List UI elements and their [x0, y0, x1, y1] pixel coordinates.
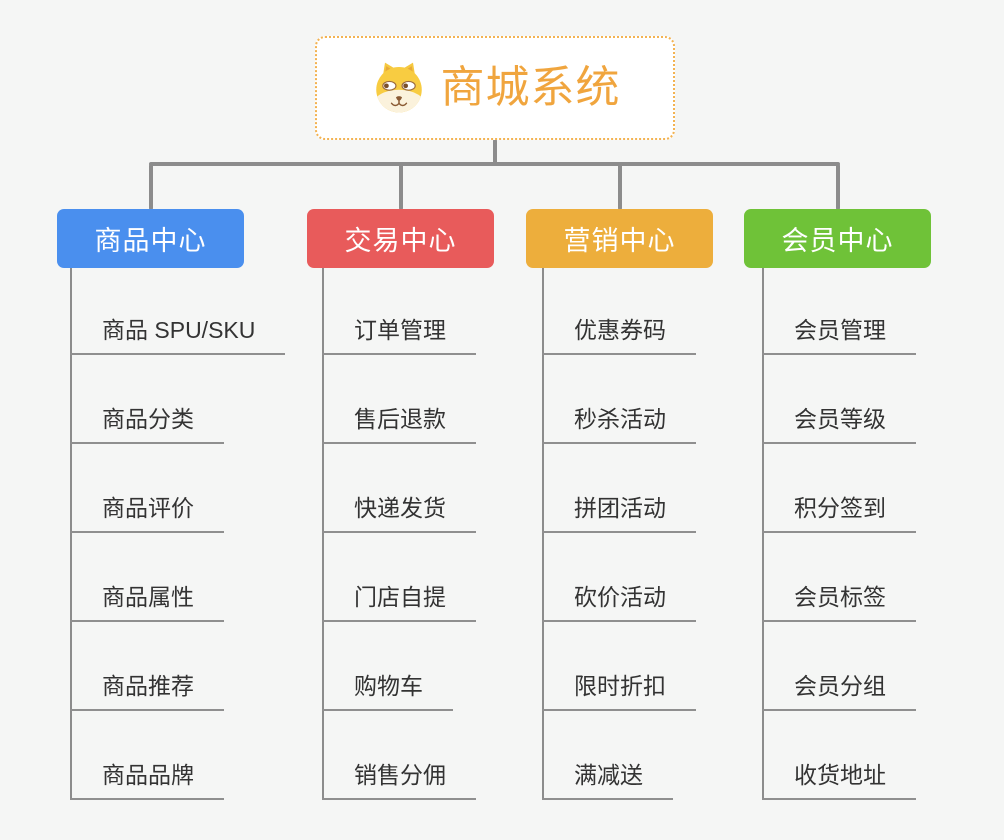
column-product-center: 商品 SPU/SKU 商品分类 商品评价 商品属性 商品推荐 商品品牌 — [70, 268, 310, 808]
shiba-dog-icon — [375, 62, 422, 113]
leaf-item[interactable]: 订单管理 — [322, 316, 476, 355]
branch-marketing-center[interactable]: 营销中心 — [526, 209, 713, 268]
leaf-item[interactable]: 快递发货 — [322, 494, 476, 533]
leaf-item[interactable]: 会员分组 — [762, 672, 916, 711]
connector-drop-member — [836, 164, 840, 210]
branch-product-center[interactable]: 商品中心 — [57, 209, 244, 268]
leaf-item[interactable]: 会员管理 — [762, 316, 916, 355]
leaf-item[interactable]: 门店自提 — [322, 583, 476, 622]
leaf-item[interactable]: 拼团活动 — [542, 494, 696, 533]
leaf-item[interactable]: 砍价活动 — [542, 583, 696, 622]
leaf-item[interactable]: 购物车 — [322, 672, 453, 711]
leaf-item[interactable]: 商品评价 — [70, 494, 224, 533]
leaf-item[interactable]: 商品分类 — [70, 405, 224, 444]
leaf-item[interactable]: 商品属性 — [70, 583, 224, 622]
branch-trade-center[interactable]: 交易中心 — [307, 209, 494, 268]
leaf-item[interactable]: 收货地址 — [762, 761, 916, 800]
root-title: 商城系统 — [440, 63, 621, 112]
branch-member-center[interactable]: 会员中心 — [744, 209, 931, 268]
connector-drop-marketing — [618, 164, 622, 210]
leaf-item[interactable]: 限时折扣 — [542, 672, 696, 711]
leaf-item[interactable]: 售后退款 — [322, 405, 476, 444]
column-trade-center: 订单管理 售后退款 快递发货 门店自提 购物车 销售分佣 — [322, 268, 562, 808]
leaf-item[interactable]: 积分签到 — [762, 494, 916, 533]
leaf-item[interactable]: 满减送 — [542, 761, 673, 800]
leaf-item[interactable]: 销售分佣 — [322, 761, 476, 800]
leaf-item[interactable]: 商品品牌 — [70, 761, 224, 800]
root-node[interactable]: 商城系统 — [315, 36, 675, 140]
connector-drop-product — [149, 164, 153, 210]
connector-horizontal-bar — [149, 162, 840, 166]
leaf-item[interactable]: 优惠券码 — [542, 316, 696, 355]
leaf-item[interactable]: 会员标签 — [762, 583, 916, 622]
connector-root-stub — [493, 139, 497, 165]
leaf-item[interactable]: 商品推荐 — [70, 672, 224, 711]
column-member-center: 会员管理 会员等级 积分签到 会员标签 会员分组 收货地址 — [762, 268, 1002, 808]
connector-drop-trade — [399, 164, 403, 210]
leaf-item[interactable]: 秒杀活动 — [542, 405, 696, 444]
leaf-item[interactable]: 会员等级 — [762, 405, 916, 444]
column-marketing-center: 优惠券码 秒杀活动 拼团活动 砍价活动 限时折扣 满减送 — [542, 268, 782, 808]
leaf-item[interactable]: 商品 SPU/SKU — [70, 316, 286, 355]
